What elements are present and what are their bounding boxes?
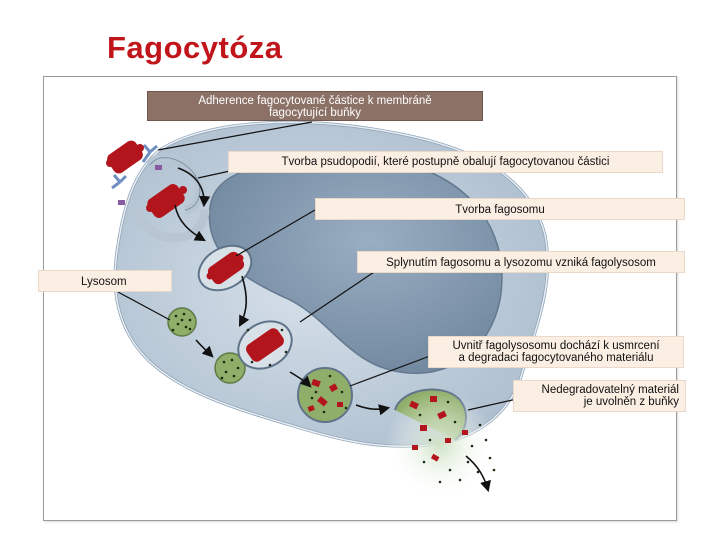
phagolysosome [297,367,353,423]
label-release: Nedegradovatelný materiál je uvolněn z b… [513,380,686,412]
flow-arrows [174,167,491,493]
label-phagosome: Tvorba fagosomu [315,198,685,220]
phagolysosome-forming [237,320,293,370]
ligand-icon [118,200,125,205]
ligand-icon [155,165,162,170]
label-adherence: Adherence fagocytované částice k membrán… [147,91,483,121]
label-fusion: Splynutím fagosomu a lysozomu vzniká fag… [357,251,685,273]
receptor-icon [111,144,158,190]
phagosome [197,244,253,292]
pseudopodium-upper-outline [149,157,201,211]
fusing-lysosome [214,352,246,384]
bacterium-engulfed [146,184,187,218]
label-lysosome: Lysosom [38,270,172,292]
label-pseudopodia: Tvorba psudopodií, které postupně obaluj… [228,151,663,173]
bacterium-adhering [106,140,144,174]
release-vesicle [385,388,496,500]
pseudopodium-lower [130,203,210,243]
page-title: Fagocytóza [107,30,283,65]
label-digestion: Uvnitř fagolysosomu dochází k usmrcení a… [428,336,684,368]
lysosome [167,307,197,337]
